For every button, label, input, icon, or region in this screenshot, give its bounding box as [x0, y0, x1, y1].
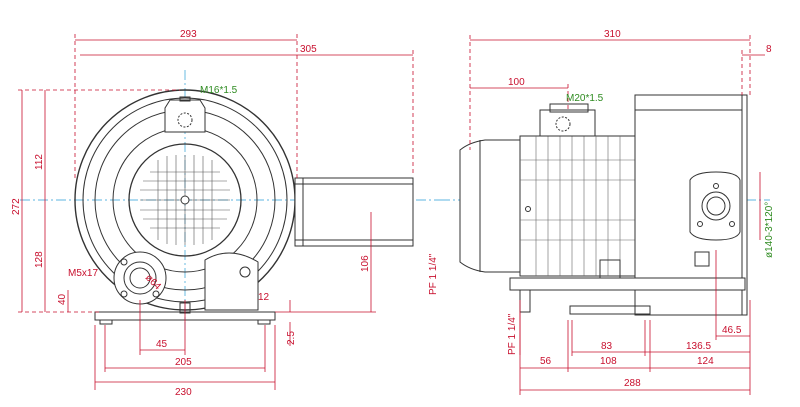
- dim-2-5: 2.5: [286, 331, 297, 345]
- dim-112: 112: [34, 154, 45, 170]
- dim-12: 12: [258, 292, 270, 303]
- dimension-lines: [18, 34, 765, 395]
- dim-124: 124: [697, 356, 714, 367]
- dim-128: 128: [34, 251, 45, 268]
- dim-56: 56: [540, 356, 552, 367]
- side-annotations: M20*1.5 PF 1 1/4" ø140-3*120°: [507, 93, 775, 355]
- dim-106: 106: [360, 255, 371, 272]
- side-view: [440, 94, 770, 316]
- dim-100: 100: [508, 77, 525, 88]
- dim-46-5: 46.5: [722, 325, 742, 336]
- side-dimension-labels: 310 100 8 56 83 136.5 108 124 288 46.5: [508, 29, 772, 389]
- dim-230: 230: [175, 387, 192, 398]
- front-view: [20, 70, 440, 330]
- label-pf-front: PF 1 1/4": [428, 253, 439, 295]
- dim-305: 305: [300, 44, 317, 55]
- dim-40: 40: [57, 293, 68, 305]
- dim-45: 45: [156, 339, 168, 350]
- dim-288: 288: [624, 378, 641, 389]
- front-dimension-labels: 293 305 112 272 128 40 45 205 230 106 12…: [11, 29, 371, 398]
- label-flange: ø140-3*120°: [764, 202, 775, 258]
- label-m20: M20*1.5: [566, 93, 604, 104]
- label-m16: M16*1.5: [200, 85, 238, 96]
- dim-83: 83: [601, 341, 613, 352]
- dim-108: 108: [600, 356, 617, 367]
- dim-310: 310: [604, 29, 621, 40]
- dim-293: 293: [180, 29, 197, 40]
- dim-272: 272: [11, 198, 22, 215]
- label-m5x17: M5x17: [68, 268, 98, 279]
- dim-8: 8: [766, 44, 772, 55]
- dim-205: 205: [175, 357, 192, 368]
- dim-136-5: 136.5: [686, 341, 711, 352]
- label-pf-side: PF 1 1/4": [507, 313, 518, 355]
